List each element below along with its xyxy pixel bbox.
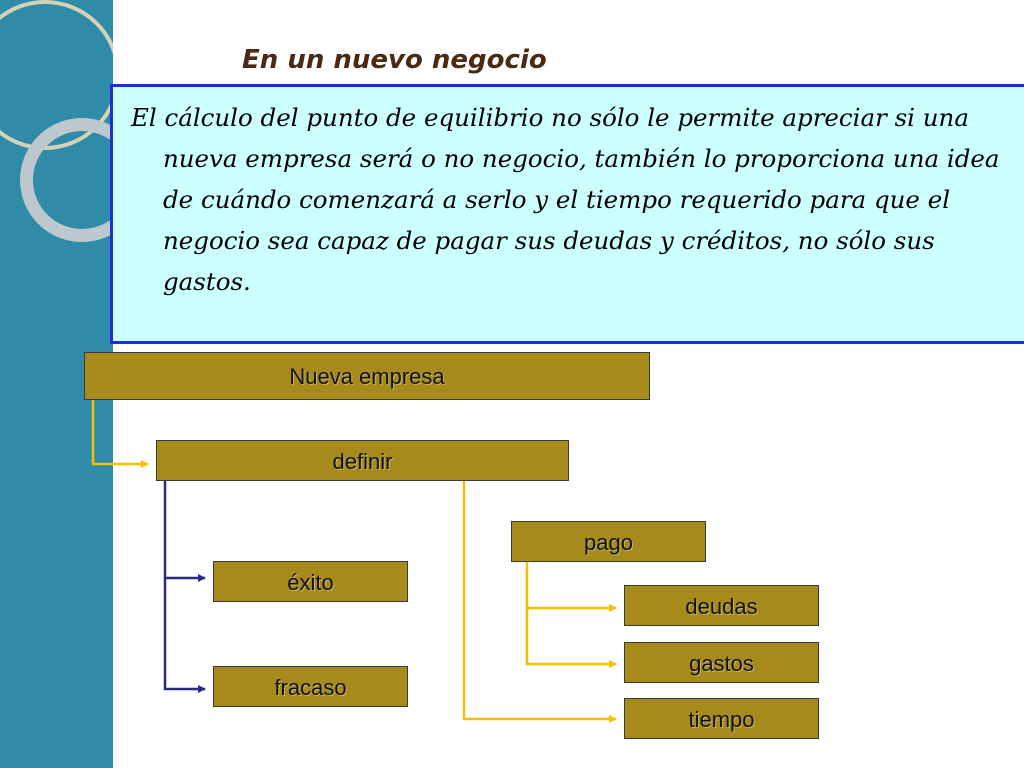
node-tiempo: tiempo xyxy=(624,698,819,739)
node-definir: definir xyxy=(156,440,569,481)
connector-pago-to-deudas xyxy=(525,561,617,612)
connector-definir-to-fracaso xyxy=(163,578,206,693)
node-gastos: gastos xyxy=(624,642,819,683)
node-exito: éxito xyxy=(213,561,408,602)
node-nueva-empresa: Nueva empresa xyxy=(84,352,650,400)
connector-pago-to-gastos xyxy=(525,608,617,668)
node-fracaso: fracaso xyxy=(213,666,408,707)
node-pago: pago xyxy=(511,521,706,562)
definition-text: El cálculo del punto de equilibrio no só… xyxy=(131,103,1000,296)
connector-nueva-empresa-to-definir xyxy=(91,400,149,468)
slide-title: En un nuevo negocio xyxy=(242,45,547,75)
connector-definir-to-tiempo xyxy=(462,481,617,723)
node-deudas: deudas xyxy=(624,585,819,626)
connector-definir-to-exito xyxy=(163,481,206,582)
definition-text-box: El cálculo del punto de equilibrio no só… xyxy=(110,84,1024,344)
